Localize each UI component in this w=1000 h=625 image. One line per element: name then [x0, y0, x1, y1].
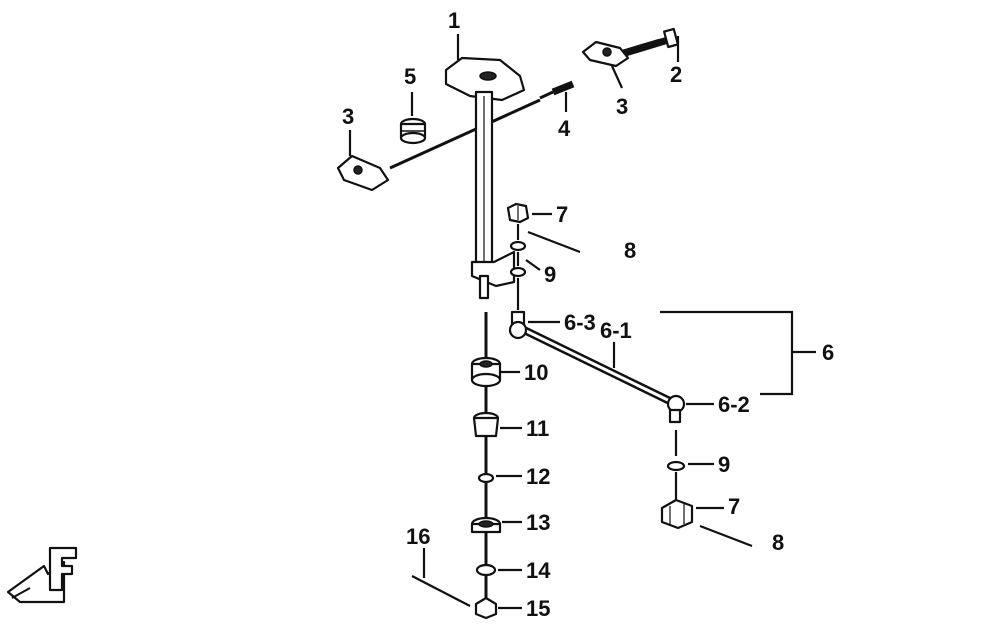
- label-8-top: 8: [624, 238, 636, 263]
- label-11: 11: [526, 416, 549, 441]
- washer-top-part: [509, 240, 527, 252]
- label-8-bottom: 8: [772, 530, 784, 555]
- cotter-pin-top-part: [527, 230, 581, 254]
- group-6-brace: [660, 310, 794, 396]
- nut-15-part: [474, 596, 498, 620]
- label-6-2: 6-2: [718, 392, 750, 417]
- label-1: 1: [448, 8, 460, 33]
- label-10: 10: [524, 360, 548, 385]
- label-12: 12: [526, 464, 550, 489]
- bracket-right-part: [581, 40, 630, 68]
- label-14: 14: [526, 558, 551, 583]
- label-6: 6: [822, 340, 834, 365]
- washer-14-part: [475, 563, 497, 577]
- steering-column-part: [444, 56, 526, 300]
- label-7-top: 7: [556, 202, 568, 227]
- assembly-axis-line: [389, 98, 541, 170]
- spacer-part: [470, 356, 502, 388]
- seat-part: [470, 516, 502, 534]
- label-15: 15: [526, 596, 550, 621]
- tie-rod-assembly-part: [508, 310, 686, 424]
- bracket-left-part: [336, 154, 390, 192]
- bolt-part: [619, 27, 680, 58]
- cotter-pin-bottom-part: [699, 524, 753, 548]
- front-arrow-F-icon: [6, 546, 78, 604]
- lower-bushing-part: [472, 411, 500, 438]
- bushing-part: [399, 117, 427, 145]
- castle-nut-top-part: [506, 202, 530, 224]
- label-16: 16: [406, 524, 430, 549]
- pin-part: [539, 80, 575, 100]
- label-3-left: 3: [342, 104, 354, 129]
- label-13: 13: [526, 510, 550, 535]
- label-5: 5: [404, 64, 416, 89]
- label-2: 2: [670, 62, 682, 87]
- label-9-top: 9: [544, 262, 556, 287]
- label-3-right: 3: [616, 94, 628, 119]
- label-9-bottom: 9: [718, 452, 730, 477]
- castle-nut-bottom-part: [660, 498, 694, 530]
- label-7-bottom: 7: [728, 494, 740, 519]
- label-6-3: 6-3: [564, 310, 596, 335]
- o-ring-part: [477, 472, 495, 484]
- label-6-1: 6-1: [600, 318, 632, 343]
- label-4: 4: [558, 116, 571, 141]
- cotter-pin-16-part: [411, 575, 471, 607]
- washer-bottom-part: [666, 460, 686, 472]
